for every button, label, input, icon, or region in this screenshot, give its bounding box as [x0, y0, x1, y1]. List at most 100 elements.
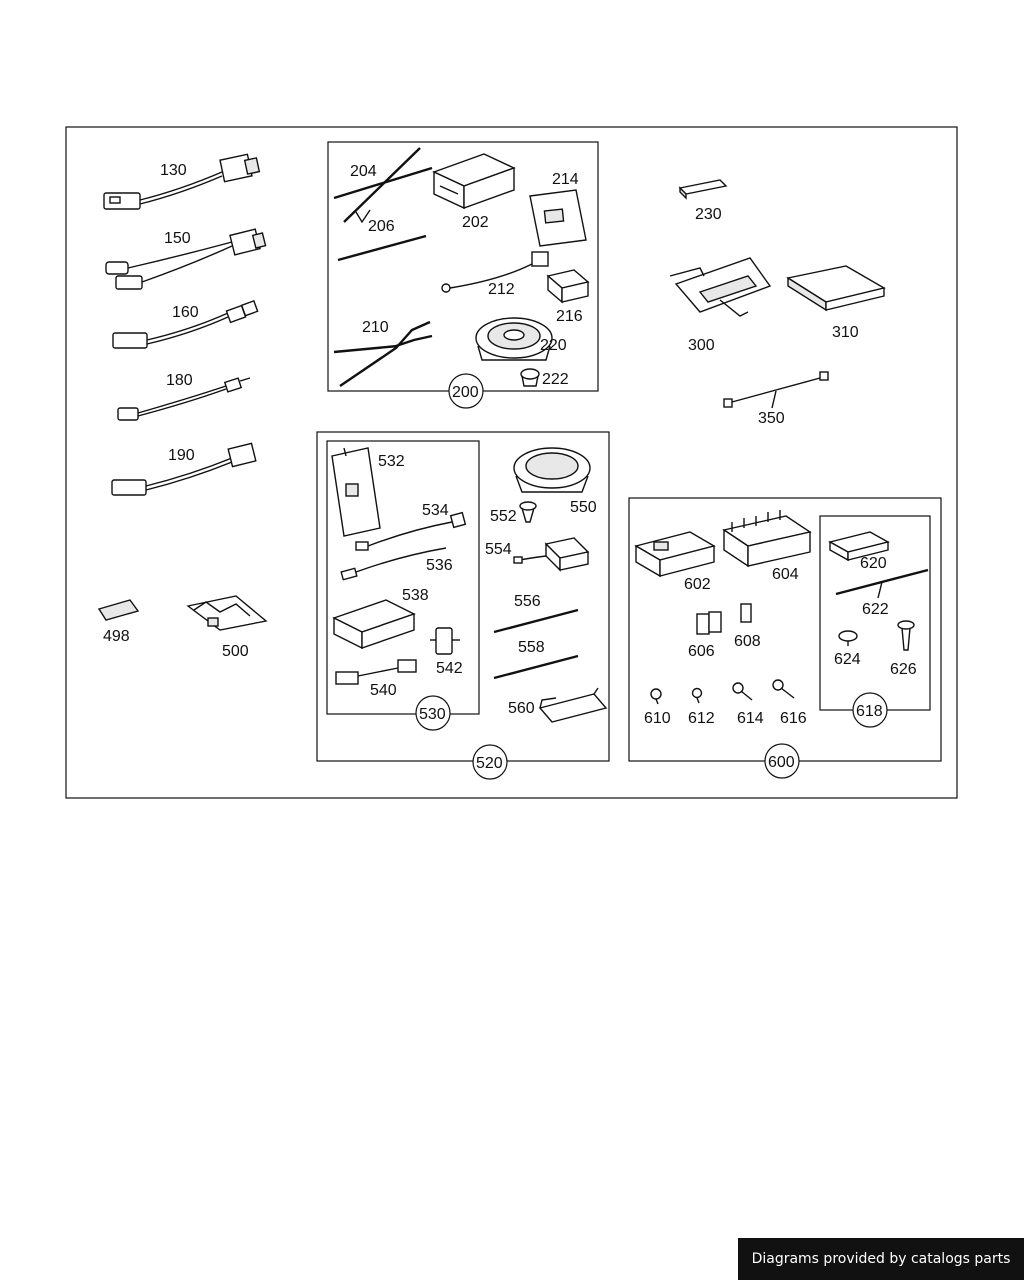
- part-604-fuse-box[interactable]: [722, 510, 812, 568]
- part-536-cable[interactable]: [340, 547, 447, 581]
- part-538-control-unit[interactable]: [332, 599, 416, 650]
- label-538: 538: [402, 587, 429, 604]
- part-602-unit[interactable]: [634, 531, 716, 578]
- part-610-screw[interactable]: [650, 688, 662, 705]
- label-230: 230: [695, 206, 722, 223]
- label-202: 202: [462, 214, 489, 231]
- label-610: 610: [644, 710, 671, 727]
- group-618-marker[interactable]: [852, 692, 888, 728]
- label-214: 214: [552, 171, 579, 188]
- label-534: 534: [422, 502, 449, 519]
- part-500-bracket[interactable]: [186, 595, 268, 631]
- part-556-strip[interactable]: [493, 608, 579, 634]
- label-626: 626: [890, 661, 917, 678]
- part-230-usb-stick[interactable]: [678, 179, 728, 200]
- label-536: 536: [426, 557, 453, 574]
- part-614-bolt[interactable]: [732, 682, 753, 701]
- part-612-screw[interactable]: [691, 687, 703, 704]
- part-620-module[interactable]: [828, 531, 890, 562]
- credit-banner: Diagrams provided by catalogs parts: [738, 1238, 1024, 1280]
- label-622: 622: [862, 601, 889, 618]
- label-616: 616: [780, 710, 807, 727]
- label-540: 540: [370, 682, 397, 699]
- label-180: 180: [166, 372, 193, 389]
- part-190-cable[interactable]: [111, 442, 257, 496]
- part-210-wiring[interactable]: [333, 320, 433, 387]
- part-206-cable[interactable]: [337, 234, 427, 262]
- part-550-speaker[interactable]: [513, 447, 591, 493]
- label-560: 560: [508, 700, 535, 717]
- part-532-module[interactable]: [331, 447, 381, 537]
- part-150-cable[interactable]: [105, 228, 267, 290]
- label-554: 554: [485, 541, 512, 558]
- group-520-marker[interactable]: [472, 744, 508, 780]
- part-222-clip[interactable]: [520, 368, 540, 387]
- group-200-marker[interactable]: [448, 373, 484, 409]
- label-602: 602: [684, 576, 711, 593]
- part-552-clip[interactable]: [519, 501, 537, 523]
- part-204-wiring[interactable]: [333, 147, 433, 224]
- label-222: 222: [542, 371, 569, 388]
- part-220-speaker[interactable]: [475, 317, 553, 361]
- label-310: 310: [832, 324, 859, 341]
- group-600-marker[interactable]: [764, 743, 800, 779]
- group-520-frame: [316, 431, 610, 762]
- label-150: 150: [164, 230, 191, 247]
- label-550: 550: [570, 499, 597, 516]
- label-608: 608: [734, 633, 761, 650]
- part-606-relay[interactable]: [696, 611, 722, 635]
- part-498-sd-card[interactable]: [97, 599, 140, 621]
- label-498: 498: [103, 628, 130, 645]
- label-558: 558: [518, 639, 545, 656]
- part-300-holder[interactable]: [669, 257, 772, 317]
- label-190: 190: [168, 447, 195, 464]
- label-212: 212: [488, 281, 515, 298]
- label-500: 500: [222, 643, 249, 660]
- group-530-frame: [326, 440, 480, 715]
- label-group-520: 520: [476, 755, 503, 772]
- part-310-pad[interactable]: [786, 265, 886, 312]
- part-560-tray[interactable]: [538, 687, 608, 723]
- label-group-530: 530: [419, 706, 446, 723]
- label-350: 350: [758, 410, 785, 427]
- part-626-rivet[interactable]: [897, 620, 915, 651]
- label-216: 216: [556, 308, 583, 325]
- part-160-cable[interactable]: [112, 300, 259, 349]
- part-624-clip[interactable]: [838, 630, 858, 646]
- part-212-cable[interactable]: [441, 251, 549, 293]
- label-624: 624: [834, 651, 861, 668]
- label-612: 612: [688, 710, 715, 727]
- label-556: 556: [514, 593, 541, 610]
- label-group-618: 618: [856, 703, 883, 720]
- label-204: 204: [350, 163, 377, 180]
- label-604: 604: [772, 566, 799, 583]
- label-160: 160: [172, 304, 199, 321]
- part-534-cable[interactable]: [355, 511, 467, 551]
- part-616-bolt[interactable]: [772, 679, 795, 699]
- part-554-module[interactable]: [513, 537, 590, 572]
- part-180-cable[interactable]: [117, 377, 251, 421]
- part-540-cable[interactable]: [335, 659, 417, 685]
- label-130: 130: [160, 162, 187, 179]
- label-206: 206: [368, 218, 395, 235]
- part-216-module[interactable]: [546, 269, 590, 304]
- part-608-relay[interactable]: [740, 603, 752, 623]
- label-620: 620: [860, 555, 887, 572]
- label-group-200: 200: [452, 384, 479, 401]
- label-210: 210: [362, 319, 389, 336]
- part-202-control-unit[interactable]: [432, 153, 516, 210]
- label-220: 220: [540, 337, 567, 354]
- part-130-cable[interactable]: [103, 153, 261, 210]
- part-622-strip[interactable]: [835, 568, 929, 599]
- part-214-manual[interactable]: [529, 189, 587, 247]
- label-606: 606: [688, 643, 715, 660]
- part-558-strip[interactable]: [493, 654, 579, 680]
- part-542-antenna[interactable]: [430, 627, 460, 655]
- diagram-frame: [65, 126, 958, 799]
- group-530-marker[interactable]: [415, 695, 451, 731]
- label-552: 552: [490, 508, 517, 525]
- label-group-600: 600: [768, 754, 795, 771]
- part-350-cable[interactable]: [723, 371, 829, 409]
- label-532: 532: [378, 453, 405, 470]
